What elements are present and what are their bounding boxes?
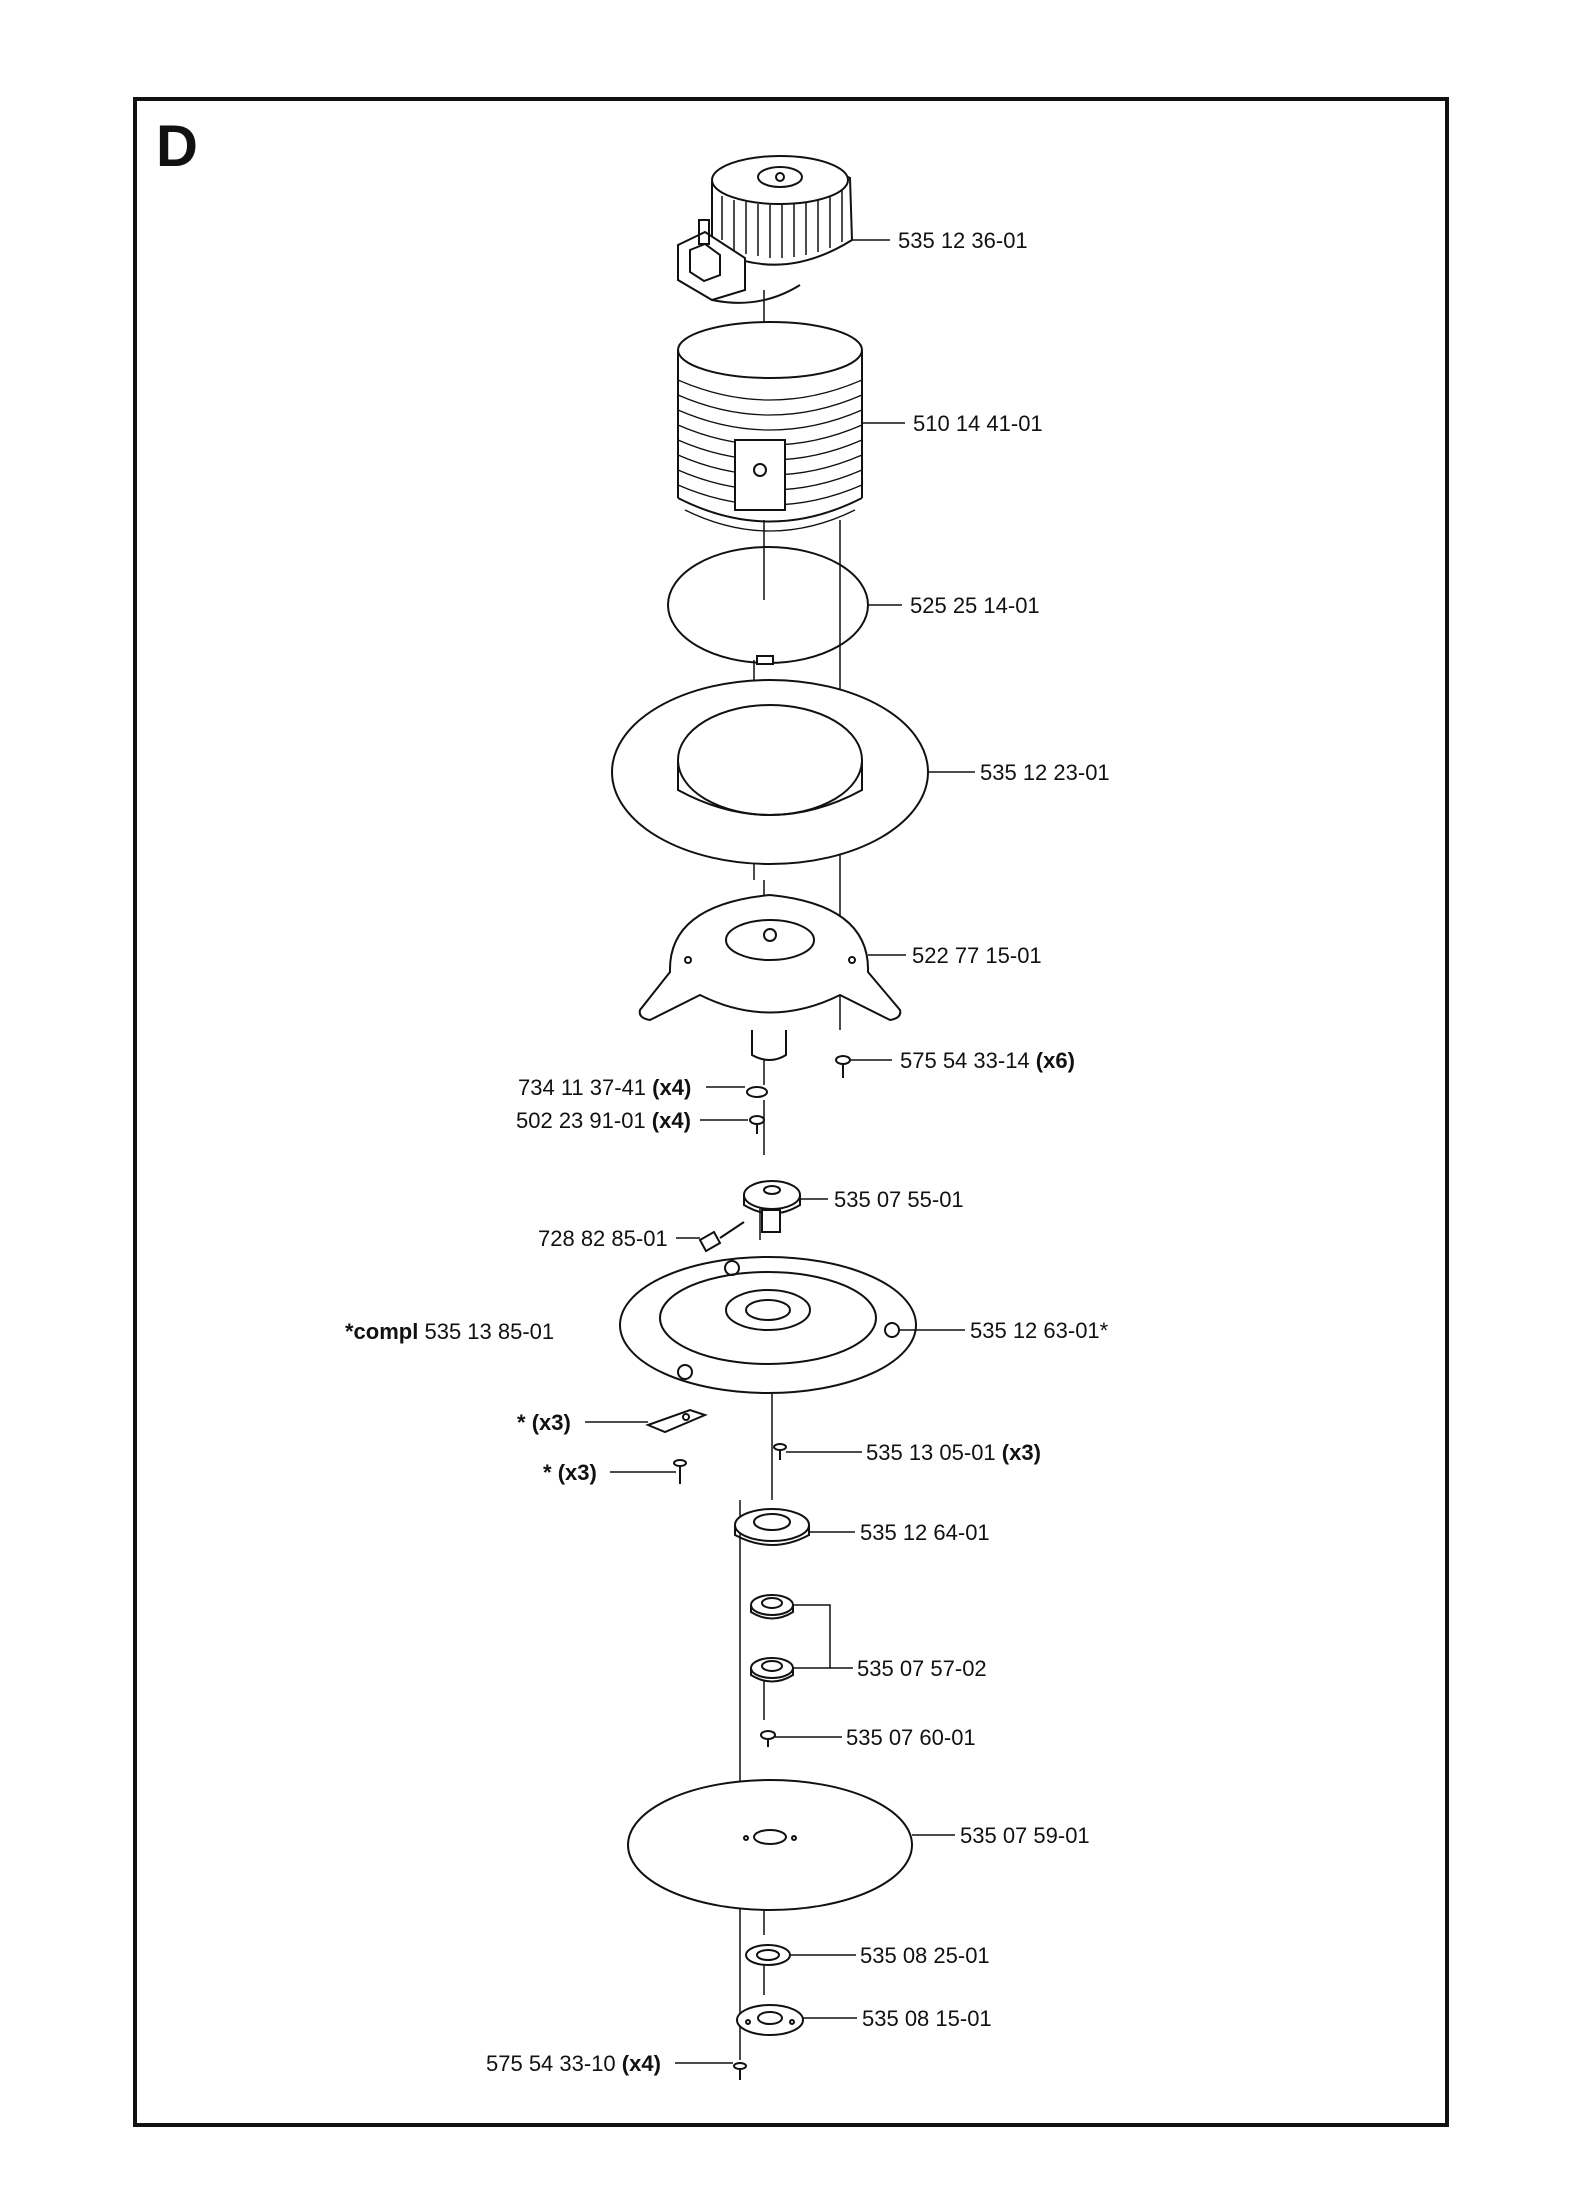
- label-flange: 535 08 15-01: [862, 2006, 992, 2031]
- motor-part: [677, 155, 854, 304]
- label-screw6: 575 54 33-14 (x6): [900, 1050, 1075, 1072]
- disc-screw-part: [773, 1443, 787, 1460]
- flange-part: [736, 2004, 804, 2036]
- label-screw6-qty: (x6): [1035, 1048, 1075, 1073]
- seal-part: [734, 1508, 810, 1546]
- label-washer4-number: 734 11 37-41: [518, 1075, 647, 1100]
- label-screw4: 502 23 91-01 (x4): [516, 1110, 691, 1132]
- blade-part: [645, 1408, 708, 1434]
- label-blade-marker: *: [517, 1410, 526, 1435]
- section-letter: D: [156, 114, 198, 179]
- spacer-part: [745, 1944, 791, 1966]
- label-bottomscrew: 575 54 33-10 (x4): [486, 2053, 661, 2075]
- label-disc: 535 12 63-01*: [970, 1318, 1109, 1343]
- label-motor: 535 12 36-01: [898, 228, 1028, 253]
- bottom-screw-part: [733, 2062, 747, 2080]
- label-compl-number: 535 13 85-01: [424, 1319, 555, 1344]
- label-screw6-number: 575 54 33-14: [900, 1048, 1030, 1073]
- label-bladescrew-marker: *: [543, 1460, 552, 1485]
- cutter-disc-part: [619, 1256, 917, 1394]
- pin-part: [760, 1730, 776, 1747]
- label-chassis: 522 77 15-01: [912, 943, 1042, 968]
- label-seal: 535 12 64-01: [860, 1520, 990, 1545]
- label-bladescrew-qty: (x3): [557, 1460, 597, 1485]
- label-compl-prefix: *compl: [345, 1319, 419, 1344]
- label-pin: 535 07 60-01: [846, 1725, 976, 1750]
- label-bladescrew: * (x3): [543, 1462, 597, 1484]
- blade-screw-part: [673, 1459, 687, 1484]
- collar-part: [611, 679, 929, 865]
- label-plate: 535 07 59-01: [960, 1823, 1090, 1848]
- setscrew-part: [698, 1221, 745, 1253]
- label-washer4-qty: (x4): [652, 1075, 692, 1100]
- washer-part: [746, 1086, 768, 1098]
- screw6-part: [835, 1055, 851, 1078]
- label-blade: * (x3): [517, 1412, 571, 1434]
- screw-part: [749, 1115, 765, 1134]
- label-housing: 510 14 41-01: [913, 411, 1043, 436]
- label-discscrew: 535 13 05-01 (x3): [866, 1442, 1041, 1464]
- label-hub: 535 07 55-01: [834, 1187, 964, 1212]
- label-washer4: 734 11 37-41 (x4): [518, 1077, 691, 1099]
- label-setscrew: 728 82 85-01: [538, 1226, 668, 1251]
- label-blade-qty: (x3): [531, 1410, 571, 1435]
- label-bearings: 535 07 57-02: [857, 1656, 987, 1681]
- chassis-part: [638, 893, 902, 1061]
- bearing-lower-part: [750, 1657, 794, 1683]
- plate-part: [627, 1779, 913, 1911]
- label-discscrew-number: 535 13 05-01: [866, 1440, 996, 1465]
- ring-part: [667, 546, 869, 665]
- diagram-frame: [133, 97, 1449, 2127]
- label-compl: *compl 535 13 85-01: [345, 1321, 554, 1343]
- housing-part: [677, 321, 863, 532]
- label-spacer: 535 08 25-01: [860, 1943, 990, 1968]
- label-screw4-number: 502 23 91-01: [516, 1108, 646, 1133]
- label-collar: 535 12 23-01: [980, 760, 1110, 785]
- label-bottomscrew-number: 575 54 33-10: [486, 2051, 616, 2076]
- label-discscrew-qty: (x3): [1001, 1440, 1041, 1465]
- label-bottomscrew-qty: (x4): [621, 2051, 661, 2076]
- label-ring: 525 25 14-01: [910, 593, 1040, 618]
- leader-lines: [585, 239, 975, 2064]
- hub-part: [743, 1180, 801, 1233]
- bearing-upper-part: [750, 1594, 794, 1620]
- label-screw4-qty: (x4): [651, 1108, 691, 1133]
